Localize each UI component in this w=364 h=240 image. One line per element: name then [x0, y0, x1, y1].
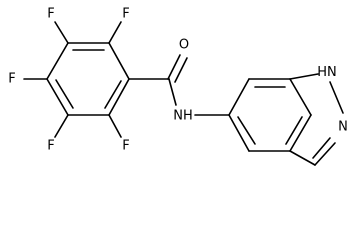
bond — [289, 73, 319, 80]
atom-label-o: O — [179, 38, 189, 53]
pentafluorophenyl-ring — [46, 42, 130, 116]
bond-double-inner — [312, 137, 331, 159]
bond — [108, 78, 130, 116]
bond — [289, 114, 312, 152]
structure-canvas: F F F F F O NH HN N — [8, 6, 348, 166]
bond — [228, 114, 250, 152]
atom-label-nh: HN — [317, 65, 337, 80]
atom-label-n: N — [338, 120, 348, 135]
atom-labels: F F F F F O NH HN N — [8, 7, 348, 154]
bond — [108, 114, 122, 138]
bond — [314, 142, 336, 166]
atom-label-f: F — [122, 7, 129, 22]
bond-double-inner — [285, 116, 303, 145]
bond — [228, 78, 250, 116]
bond-double-inner — [237, 116, 256, 145]
atom-label-nh: NH — [173, 109, 193, 124]
bond — [168, 78, 177, 106]
atom-label-f: F — [122, 139, 129, 154]
atom-label-f: F — [8, 72, 15, 87]
bond — [46, 78, 69, 116]
cf-bonds — [23, 21, 122, 138]
pyrazole-ring — [289, 73, 344, 166]
bond-double-inner — [55, 79, 74, 109]
molecule-drawing: F F F F F O NH HN N — [8, 7, 348, 166]
bond — [167, 54, 181, 80]
bond — [174, 57, 188, 83]
bond — [329, 81, 344, 114]
bond — [46, 42, 69, 80]
bond — [54, 21, 69, 44]
atom-label-f: F — [47, 139, 54, 154]
atom-label-f: F — [47, 7, 54, 22]
bond — [289, 150, 316, 166]
bond — [108, 21, 122, 44]
amide-group — [128, 54, 230, 116]
bond-double-inner — [104, 80, 122, 109]
bond — [54, 114, 69, 138]
bond — [108, 42, 130, 80]
indazole-benzene-ring — [228, 78, 312, 152]
bond — [289, 78, 312, 116]
atom-label-n: N — [327, 65, 337, 80]
atom-label-h: H — [317, 65, 327, 80]
